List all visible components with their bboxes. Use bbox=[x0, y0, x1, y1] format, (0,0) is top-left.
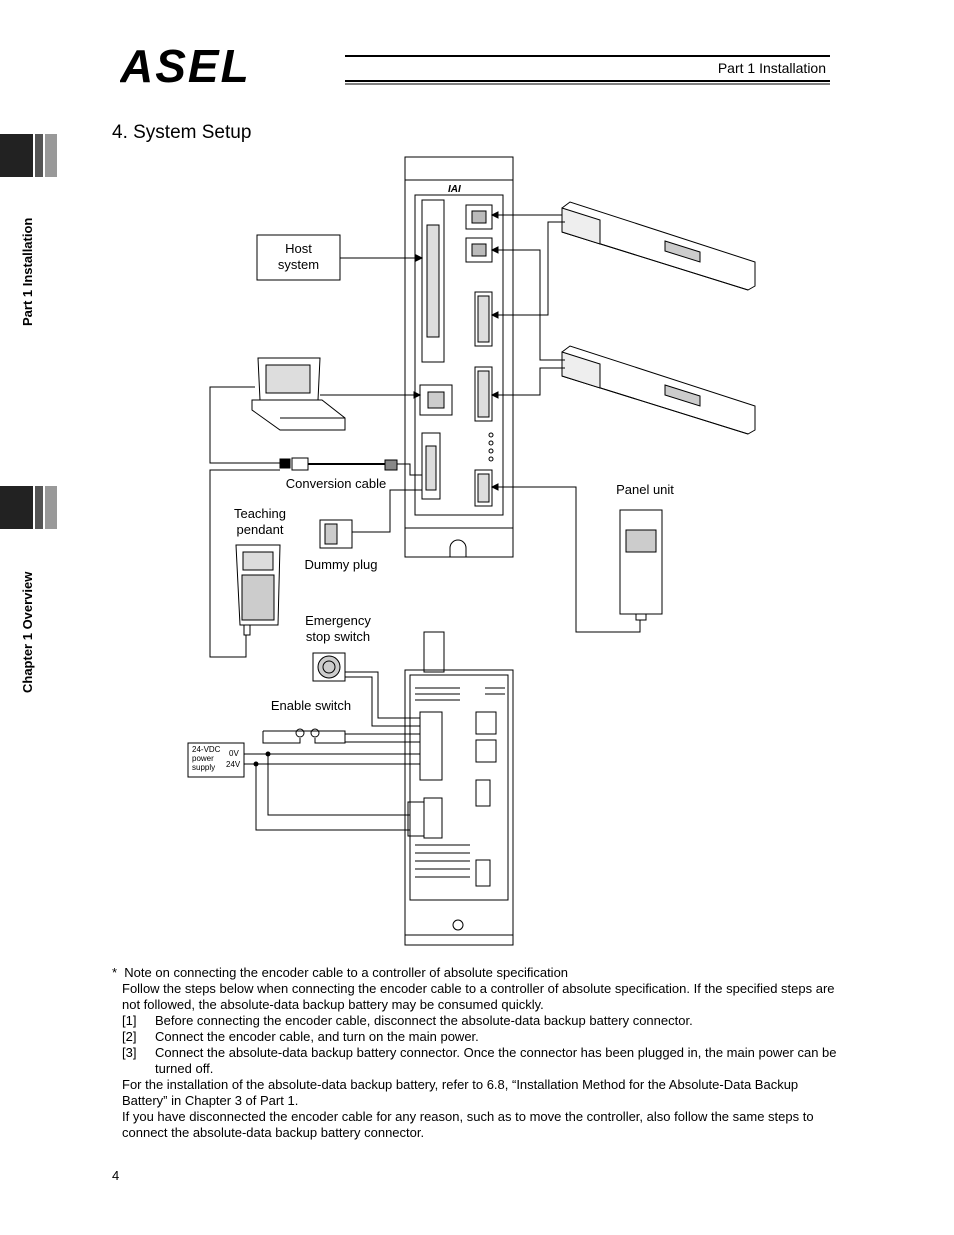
conversion-cable-label: Conversion cable bbox=[285, 476, 387, 491]
notes-para1: For the installation of the absolute-dat… bbox=[122, 1077, 799, 1108]
list-item: [3]Connect the absolute-data backup batt… bbox=[122, 1045, 837, 1076]
power-supply-box bbox=[187, 742, 245, 778]
power-supply-label: 24-VDC power supply bbox=[192, 745, 221, 772]
actuator-2 bbox=[561, 345, 756, 435]
teaching-pendant-label: Teaching pendant bbox=[233, 506, 287, 537]
emergency-stop-label: Emergency stop switch bbox=[305, 613, 371, 644]
asterisk: * bbox=[112, 965, 118, 980]
sidebar-tab-blocks bbox=[0, 134, 57, 529]
actuator-1 bbox=[561, 201, 756, 291]
emergency-stop-switch bbox=[312, 652, 346, 682]
volt-24-label: 24V bbox=[226, 760, 241, 769]
page-title: 4. System Setup bbox=[112, 122, 252, 143]
panel-unit bbox=[619, 509, 663, 621]
enable-switch-label: Enable switch bbox=[270, 698, 352, 713]
list-item: [2]Connect the encoder cable, and turn o… bbox=[122, 1029, 479, 1044]
header-rules bbox=[345, 55, 830, 85]
notes-intro: Follow the steps below when connecting t… bbox=[122, 981, 835, 1012]
page-number: 4 bbox=[112, 1168, 120, 1183]
notes-para2: If you have disconnected the encoder cab… bbox=[122, 1109, 814, 1140]
logo-text: ASEL bbox=[120, 42, 251, 88]
panel-unit-label: Panel unit bbox=[616, 482, 674, 497]
notes-heading: Note on connecting the encoder cable to … bbox=[124, 965, 569, 980]
laptop bbox=[251, 357, 346, 431]
dummy-plug-label: Dummy plug bbox=[304, 557, 378, 572]
controller-unit bbox=[404, 156, 514, 558]
asel-logo: ASEL bbox=[119, 40, 350, 93]
host-system-label: Host system bbox=[277, 241, 320, 272]
system-setup-diagram: IAI bbox=[187, 156, 756, 946]
encoder-notes: * Note on connecting the encoder cable t… bbox=[112, 965, 842, 1141]
volt-0-label: 0V bbox=[229, 749, 239, 758]
io-power-unit bbox=[404, 631, 514, 946]
teaching-pendant bbox=[235, 544, 281, 636]
controller-logo: IAI bbox=[448, 184, 461, 195]
dummy-plug bbox=[319, 519, 353, 549]
list-item: [1]Before connecting the encoder cable, … bbox=[122, 1013, 693, 1028]
header-section: Part 1 Installation bbox=[717, 60, 826, 76]
